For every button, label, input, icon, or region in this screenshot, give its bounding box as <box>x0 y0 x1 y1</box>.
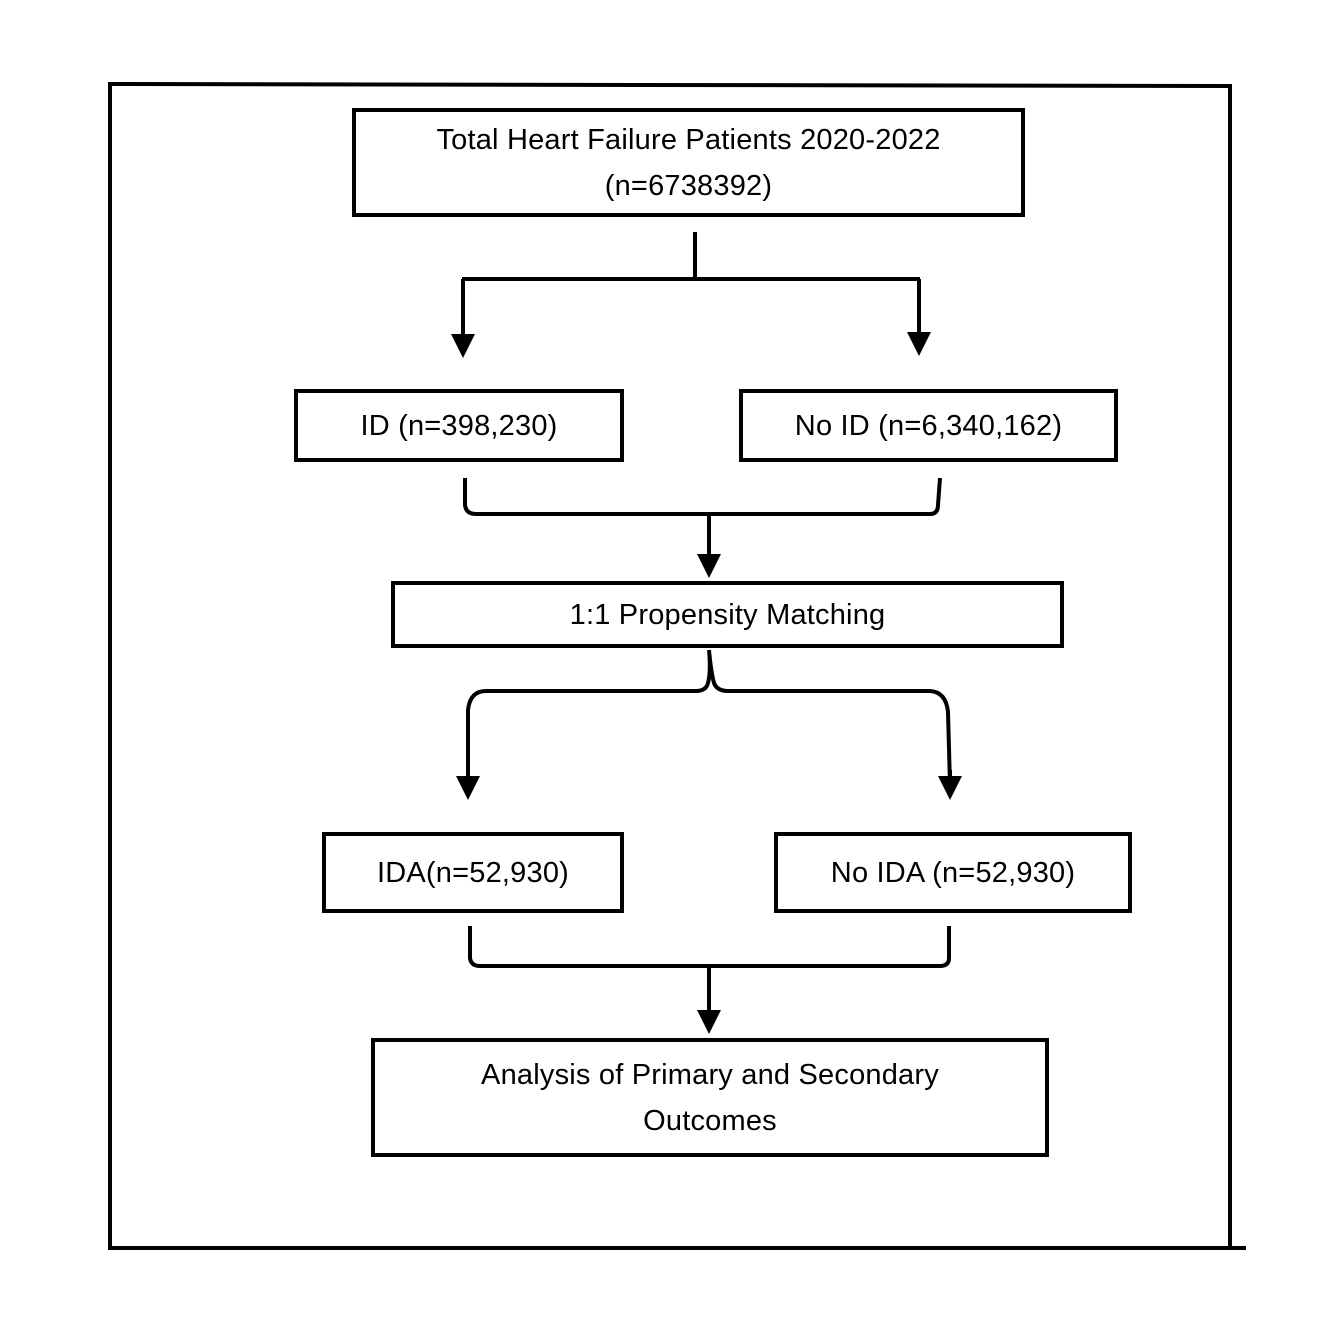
node-no-id: No ID (n=6,340,162) <box>739 389 1118 462</box>
node-no-ida-label: No IDA (n=52,930) <box>830 856 1076 889</box>
outer-frame <box>108 82 1246 1250</box>
node-no-id-label: No ID (n=6,340,162) <box>794 409 1063 442</box>
node-id-label: ID (n=398,230) <box>360 409 558 442</box>
node-ida-label: IDA(n=52,930) <box>376 856 570 889</box>
bracket-id-merge <box>463 477 942 516</box>
connector-total-split <box>462 232 920 281</box>
node-outcomes-analysis-label: Analysis of Primary and Secondary Outcom… <box>481 1058 939 1137</box>
node-total-patients: Total Heart Failure Patients 2020-2022 (… <box>352 108 1025 217</box>
node-no-ida: No IDA (n=52,930) <box>774 832 1132 913</box>
node-ida: IDA(n=52,930) <box>322 832 624 913</box>
brace-matching-split <box>466 649 952 787</box>
node-propensity-matching: 1:1 Propensity Matching <box>391 581 1064 648</box>
bracket-ida-merge <box>468 926 951 968</box>
node-total-patients-label: Total Heart Failure Patients 2020-2022 (… <box>436 123 941 202</box>
node-propensity-matching-label: 1:1 Propensity Matching <box>569 598 886 631</box>
node-id: ID (n=398,230) <box>294 389 624 462</box>
node-outcomes-analysis: Analysis of Primary and Secondary Outcom… <box>371 1038 1049 1157</box>
